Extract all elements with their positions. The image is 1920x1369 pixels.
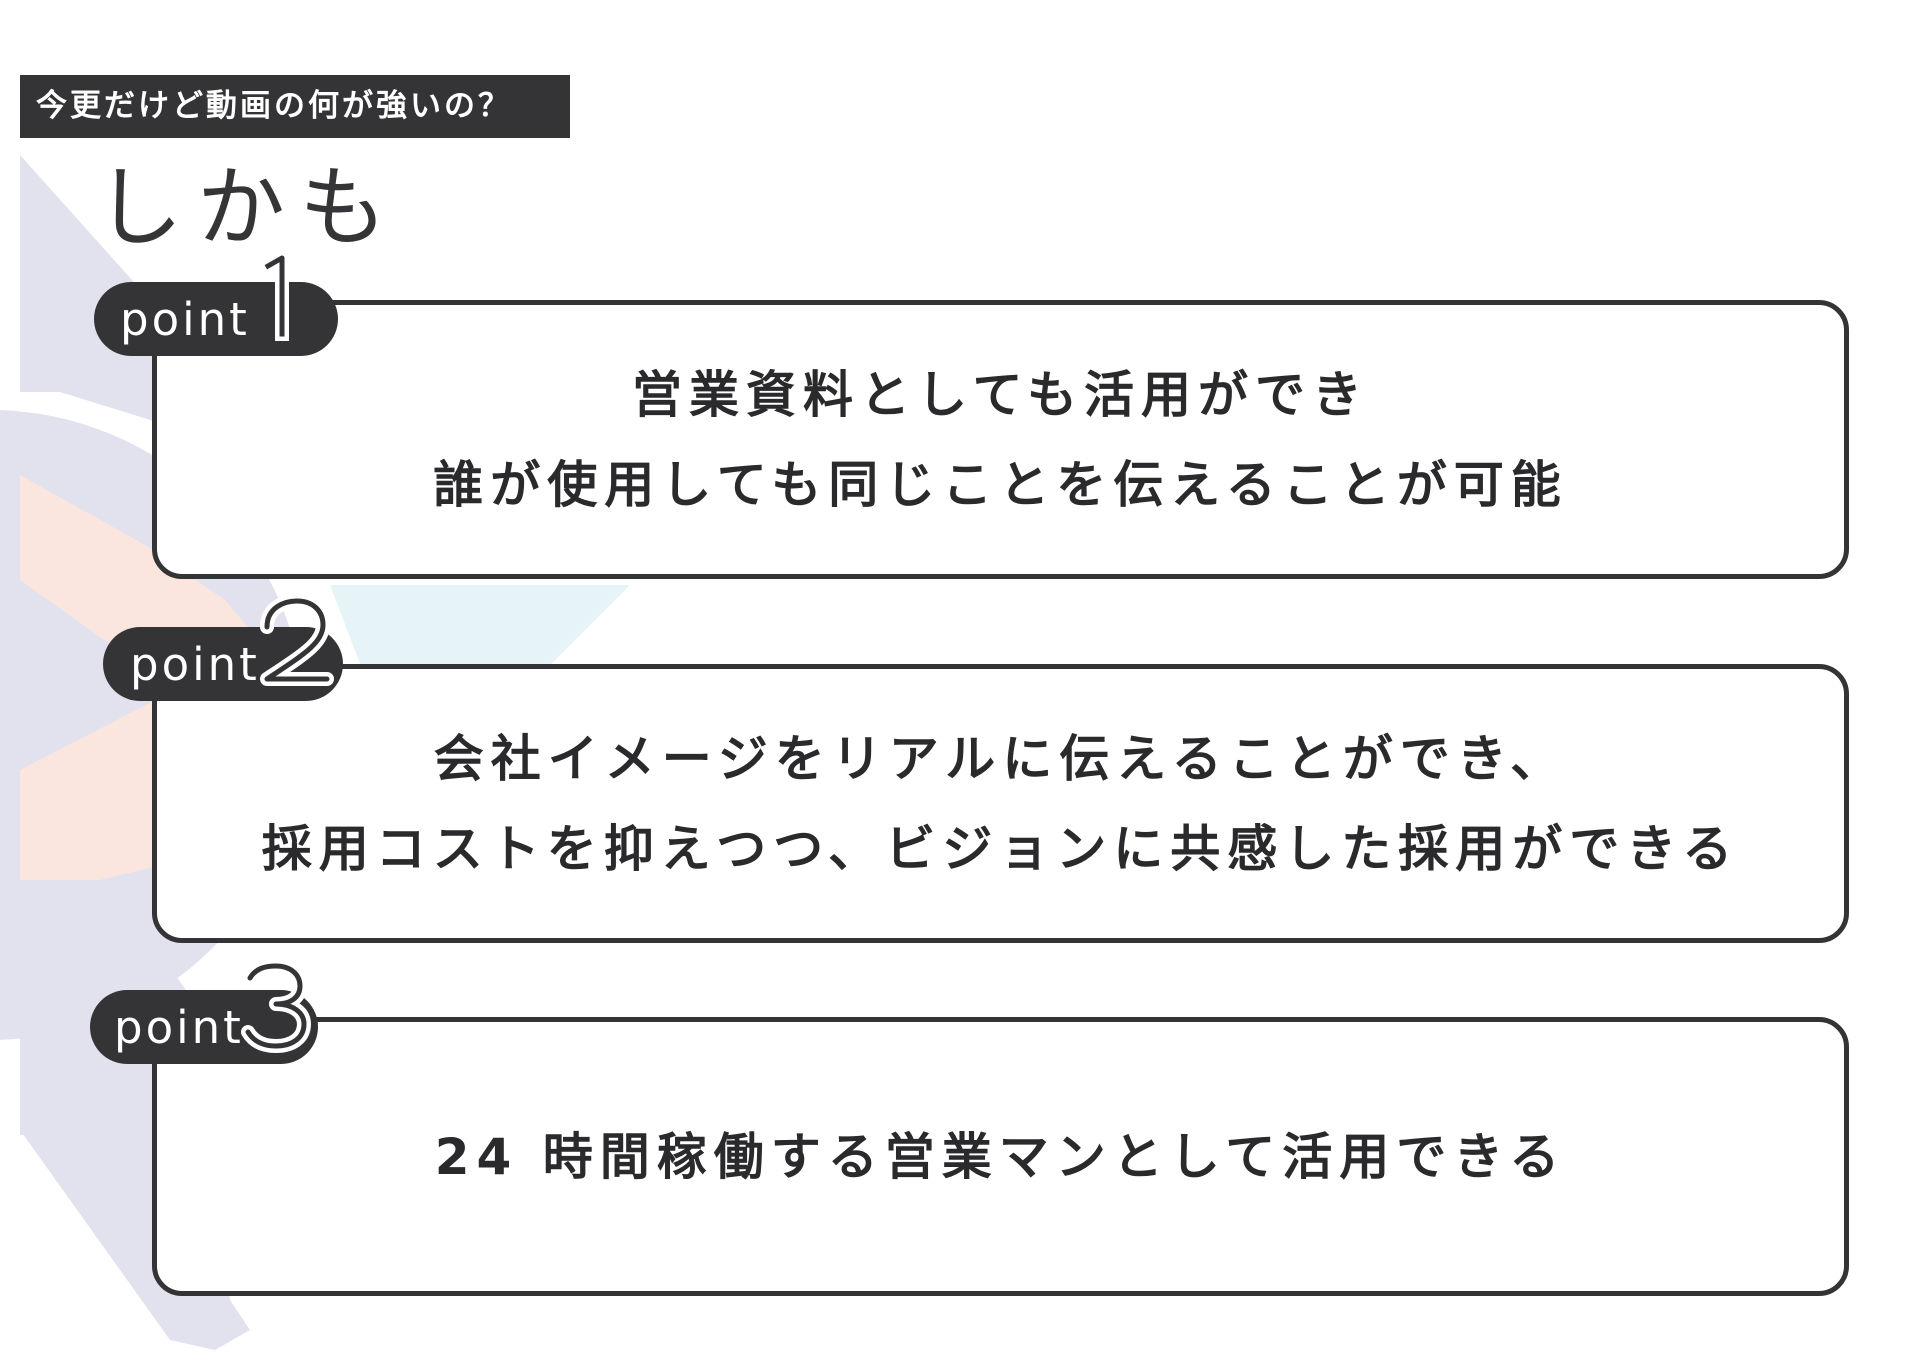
point-card-2: 会社イメージをリアルに伝えることができ、 採用コストを抑えつつ、ビジョンに共感し… bbox=[152, 664, 1849, 943]
point-badge-2: point bbox=[103, 627, 343, 701]
point-1-line-1: 営業資料としても活用ができ bbox=[632, 365, 1369, 424]
point-1-line-2: 誰が使用しても同じことを伝えることが可能 bbox=[433, 455, 1568, 514]
point-card-1: 営業資料としても活用ができ 誰が使用しても同じことを伝えることが可能 bbox=[152, 300, 1849, 579]
point-badge-2-label: point bbox=[130, 638, 260, 691]
point-badge-3-label: point bbox=[114, 1001, 244, 1054]
point-2-line-2: 採用コストを抑えつつ、ビジョンに共感した採用ができる bbox=[261, 819, 1740, 878]
point-number-2 bbox=[260, 594, 334, 686]
point-number-1 bbox=[258, 251, 289, 341]
point-badge-1: point bbox=[94, 282, 338, 356]
point-badge-1-label: point bbox=[120, 293, 250, 346]
point-number-3 bbox=[241, 959, 311, 1053]
point-2-line-1: 会社イメージをリアルに伝えることができ、 bbox=[433, 729, 1568, 788]
mint-shape bbox=[330, 585, 630, 690]
header-tag: 今更だけど動画の何が強いの？ bbox=[20, 75, 570, 138]
point-3-line-1: 24 時間稼働する営業マンとして活用できる bbox=[434, 1127, 1567, 1186]
point-card-3: 24 時間稼働する営業マンとして活用できる bbox=[152, 1017, 1849, 1296]
page-title: しかも bbox=[95, 156, 402, 259]
